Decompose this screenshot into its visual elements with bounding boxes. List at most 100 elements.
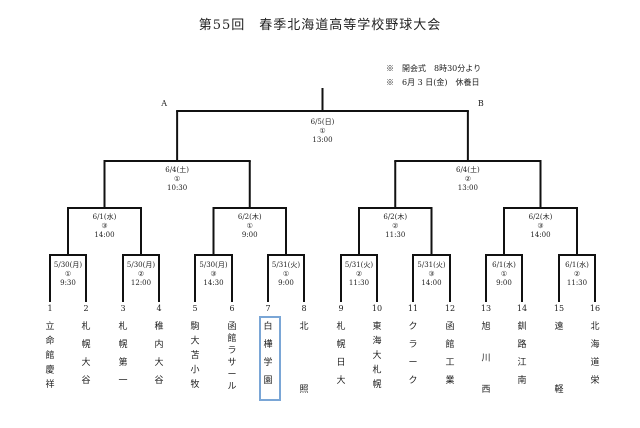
team-school-char: 小 xyxy=(190,365,199,376)
quarter-match-4-time: 14:00 xyxy=(530,231,550,239)
quarter-match-4-game: ③ xyxy=(537,222,543,230)
team-school-char: 第 xyxy=(118,356,127,368)
round1-match-4-game: ① xyxy=(283,270,289,278)
round1-match-5-time: 11:30 xyxy=(349,279,369,287)
round1-match-1-time: 9:30 xyxy=(60,279,76,287)
team-school-char: 命 xyxy=(45,335,54,347)
team-school-char: 谷 xyxy=(81,375,90,386)
team-school-char: 駒 xyxy=(190,320,199,332)
team-school-char: 大 xyxy=(154,356,163,368)
note-rest-day: ※ 6月 3 日(金) 休養日 xyxy=(386,78,480,87)
final-match-time: 13:00 xyxy=(312,136,332,144)
final-match-game: ① xyxy=(319,127,325,135)
team-school-char: ラ xyxy=(227,345,236,356)
team-school-char: 札 xyxy=(372,364,381,376)
team-school-char: 館 xyxy=(445,338,454,350)
team-school-char: 海 xyxy=(590,338,599,350)
team-school-char: 川 xyxy=(481,354,490,364)
team-school-char: 路 xyxy=(517,338,526,350)
team-number: 6 xyxy=(229,304,234,313)
group-label-b: B xyxy=(478,99,484,108)
team-school-char: ク xyxy=(408,375,417,386)
team-school-char: 苫 xyxy=(190,349,199,361)
notes: ※ 開会式 8時30分より ※ 6月 3 日(金) 休養日 xyxy=(386,62,481,90)
team-school-char: 大 xyxy=(190,335,199,347)
team-school-char: 江 xyxy=(517,357,526,368)
round1-match-4-time: 9:00 xyxy=(278,279,294,287)
round1-match-6-game: ③ xyxy=(428,270,434,278)
team-number: 2 xyxy=(83,304,88,313)
team-school-char: 館 xyxy=(45,349,54,361)
semi-match-1-game: ① xyxy=(174,175,180,183)
semi-match-1-time: 10:30 xyxy=(167,184,187,192)
team-number: 13 xyxy=(481,304,491,313)
team-school-char: 日 xyxy=(336,357,345,368)
team-school-char: 札 xyxy=(118,320,127,332)
team-school-char: 道 xyxy=(590,356,599,368)
team-school-char: 一 xyxy=(118,376,127,386)
team-number: 15 xyxy=(554,304,564,313)
quarter-match-1-date: 6/1(水) xyxy=(93,212,117,221)
team-school-char: 東 xyxy=(372,320,381,332)
team-school-char: 旭 xyxy=(481,320,490,332)
team-school-char: 祥 xyxy=(45,378,54,390)
team-school-char: 白 xyxy=(263,320,272,332)
team-school-char: 南 xyxy=(517,374,526,386)
team-school-char: 谷 xyxy=(154,375,163,386)
semi-match-1-date: 6/4(土) xyxy=(165,165,189,174)
team-school-char: 館 xyxy=(227,332,236,344)
team-school-char: 幌 xyxy=(336,338,345,350)
team-school-char: 大 xyxy=(372,349,381,361)
team-school-char: 立 xyxy=(45,320,54,332)
round1-match-2-game: ② xyxy=(138,270,144,278)
round1-match-3-date: 5/30(月) xyxy=(199,261,227,269)
team-school-char: サ xyxy=(227,357,236,368)
team-number: 11 xyxy=(408,304,418,313)
round1-match-3-time: 14:30 xyxy=(203,279,223,287)
semi-match-2-game: ② xyxy=(465,175,471,183)
team-school-char: 北 xyxy=(590,321,599,332)
team-number: 12 xyxy=(445,304,455,313)
team-school-char: 函 xyxy=(227,321,236,332)
team-school-char: 海 xyxy=(372,335,381,347)
team-number: 5 xyxy=(192,304,197,313)
group-label-a: A xyxy=(160,99,167,108)
team-school-char: 照 xyxy=(299,384,308,395)
round1-match-6-time: 14:00 xyxy=(421,279,441,287)
round1-match-1-game: ① xyxy=(65,270,71,278)
team-school-char: 業 xyxy=(445,374,454,386)
team-school-char: 西 xyxy=(481,384,490,395)
team-school-char: 北 xyxy=(299,321,308,332)
round1-match-8-game: ② xyxy=(574,270,580,278)
team-school-char: 札 xyxy=(336,320,345,332)
round1-match-6-date: 5/31(火) xyxy=(417,261,445,269)
team-school-char: 釧 xyxy=(517,320,526,332)
team-number: 4 xyxy=(156,304,161,313)
team-school-char: 函 xyxy=(445,321,454,332)
team-number: 3 xyxy=(120,304,125,313)
quarter-match-1-time: 14:00 xyxy=(94,231,114,239)
quarter-match-2-date: 6/2(木) xyxy=(238,212,262,221)
page-title: 第55回 春季北海道高等学校野球大会 xyxy=(198,18,442,33)
round1-match-5-game: ② xyxy=(356,270,362,278)
team-school-char: ー xyxy=(227,370,236,380)
note-opening-ceremony: ※ 開会式 8時30分より xyxy=(386,64,482,73)
team-school-char: 軽 xyxy=(554,384,563,395)
round1-match-1-date: 5/30(月) xyxy=(54,261,82,269)
round1-match-2-date: 5/30(月) xyxy=(127,261,155,269)
round1-match-7-game: ① xyxy=(501,270,507,278)
team-school-char: ル xyxy=(227,382,236,392)
quarter-match-2-game: ① xyxy=(247,222,253,230)
round1-match-4-date: 5/31(火) xyxy=(272,261,300,269)
round1-match-2-time: 12:00 xyxy=(131,279,151,287)
team-number: 14 xyxy=(517,304,527,313)
team-school-char: 栄 xyxy=(590,374,599,386)
team-number: 7 xyxy=(265,304,270,313)
round1-match-5-date: 5/31(火) xyxy=(345,261,373,269)
quarter-match-4-date: 6/2(木) xyxy=(529,212,553,221)
team-school-char: 札 xyxy=(81,320,90,332)
quarter-match-2-time: 9:00 xyxy=(242,231,258,239)
team-school-char: 内 xyxy=(154,338,163,350)
quarter-match-3-time: 11:30 xyxy=(385,231,405,239)
